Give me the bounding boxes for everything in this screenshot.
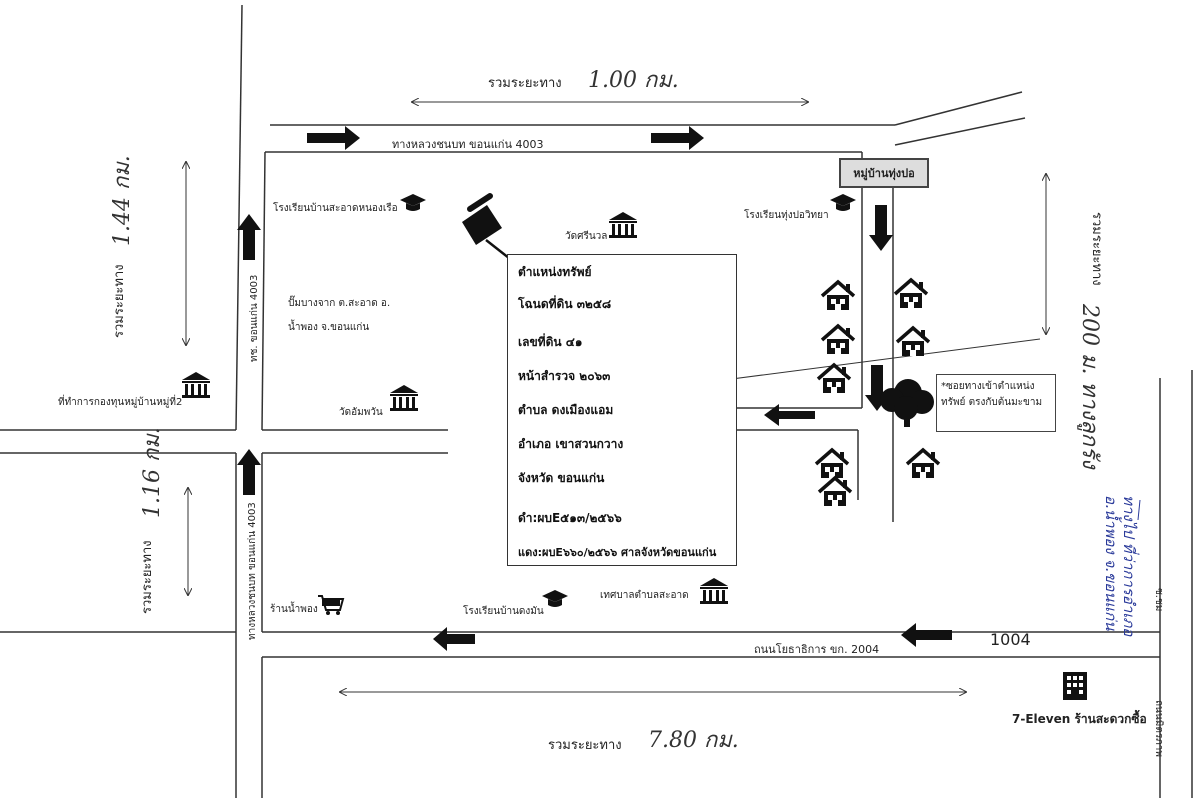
village-fund-label: ที่ทำการกองทุนหมู่บ้านหมู่ที่2 — [58, 397, 183, 408]
property-case-black: ดำ:ผบE๕๑๓/๒๕๖๖ — [518, 511, 622, 525]
property-subdistrict: ตำบล ดงเมืองแอม — [518, 403, 614, 417]
top-distance-label: รวมระยะทาง — [488, 76, 562, 91]
property-title: ตำแหน่งทรัพย์ — [518, 265, 592, 279]
right-road-2-label: ซ.ชม — [1153, 588, 1164, 612]
handwritten-location-note: ทางไป ที่ว่าการอำเภอ อ.น้ำพอง จ.ขอนแก่น — [1102, 495, 1138, 637]
left-road-lower-label: ทางหลวงชนบท ขอนแก่น 4003 — [247, 502, 258, 640]
roads — [0, 4, 1193, 798]
property-district: อำเภอ เขาสวนกวาง — [518, 437, 624, 451]
wat-sumphan-label: วัดอัมพวัน — [339, 407, 383, 418]
right-road-1-label: ถนนมิตรภาพ — [1153, 700, 1164, 757]
push-pin-icon — [462, 193, 515, 263]
tree-icon — [880, 379, 934, 427]
school-sa-at-label: โรงเรียนบ้านสะอาดหนองเรือ — [273, 203, 398, 214]
left-lower-distance-label: รวมระยะทาง — [140, 540, 155, 614]
left-upper-distance-value: 1.44 กม. — [110, 155, 135, 246]
school-thungpo-label: โรงเรียนทุ่งปอวิทยา — [744, 210, 829, 221]
property-deed: โฉนดที่ดิน ๓๒๕๘ — [518, 297, 612, 311]
right-distance-label: รวมระยะทาง — [1089, 212, 1104, 286]
property-province: จังหวัด ขอนแก่น — [518, 471, 605, 485]
building-icon — [1063, 672, 1087, 700]
left-upper-distance-label: รวมระยะทาง — [112, 264, 127, 338]
left-lower-distance-value: 1.16 กม. — [140, 427, 165, 518]
bottom-distance-value: 7.80 กม. — [648, 728, 739, 753]
road-number-1004: 1004 — [990, 630, 1031, 649]
property-case-red: แดง:ผบE๖๖๐/๒๕๖๖ ศาลจังหวัดขอนแก่น — [518, 546, 717, 559]
property-land-no: เลขที่ดิน ๔๑ — [518, 335, 583, 349]
distance-lines — [186, 102, 1046, 692]
right-distance-value: 200 ม. ทางลูกรัง — [1077, 304, 1102, 469]
school-dongmun-label: โรงเรียนบ้านดงมัน — [463, 606, 544, 617]
municipality-label: เทศบาลตำบลสะอาด — [600, 590, 689, 601]
property-info-box: ตำแหน่งทรัพย์ โฉนดที่ดิน ๓๒๕๘ เลขที่ดิน … — [507, 254, 737, 566]
shopping-cart-icon — [318, 595, 345, 615]
wat-srinual-label: วัดศรีนวล — [565, 231, 608, 242]
village-sign: หมู่บ้านทุ่งปอ — [839, 158, 929, 188]
gas-station-label: ปั๊มบางจาก ต.สะอาด อ. น้ำพอง จ.ขอนแก่น — [288, 298, 391, 333]
seven-eleven-label: 7-Eleven ร้านสะดวกซื้อ — [1012, 712, 1147, 726]
bottom-distance-label: รวมระยะทาง — [548, 738, 622, 753]
bottom-road-label: ถนนโยธาธิการ ขก. 2004 — [754, 643, 880, 656]
tamarind-note: *ซอยทางเข้าตำแหน่ง ทรัพย์ ตรงกับต้นมะขาม — [936, 374, 1056, 432]
shop-label: ร้านน้ำพอง — [270, 604, 318, 615]
direction-arrows — [237, 126, 952, 651]
top-road-label: ทางหลวงชนบท ขอนแก่น 4003 — [392, 138, 544, 151]
property-survey: หน้าสำรวจ ๒๐๖๓ — [518, 369, 611, 383]
left-road-upper-label: ทช. ขอนแก่น 4003 — [249, 274, 260, 362]
top-distance-value: 1.00 กม. — [588, 68, 679, 93]
